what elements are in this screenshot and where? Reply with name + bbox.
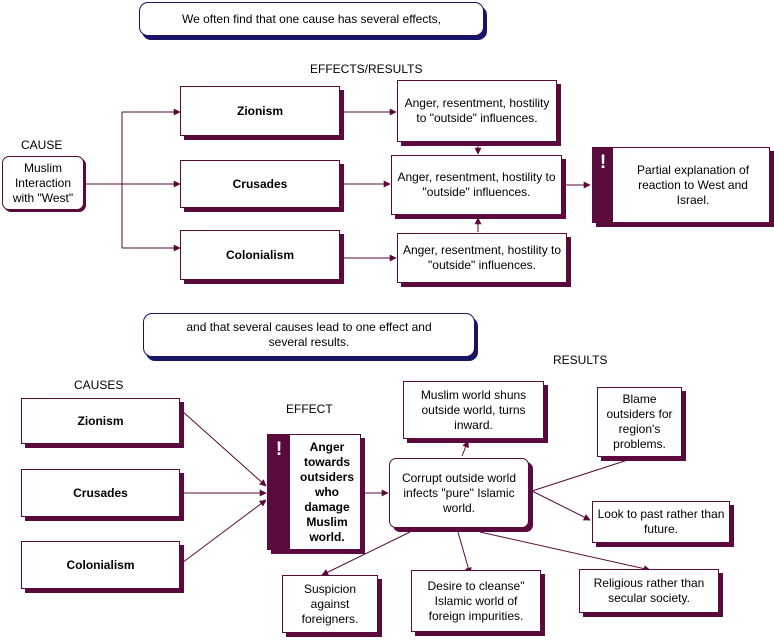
bottom-cause-zionism: Zionism bbox=[21, 398, 180, 444]
effects-results-label: EFFECTS/RESULTS bbox=[310, 62, 423, 76]
result-suspicion: Suspicion against foreigners. bbox=[282, 575, 378, 633]
result-blame: Blame outsiders for region's problems. bbox=[597, 387, 682, 457]
top-cause-zionism: Zionism bbox=[180, 86, 340, 136]
cause-label: CAUSE bbox=[21, 138, 63, 152]
effect-label: EFFECT bbox=[286, 402, 333, 416]
intro-note-top: We often find that one cause has several… bbox=[139, 2, 484, 36]
top-result-2: Anger, resentment, hostility to "outside… bbox=[391, 155, 562, 215]
intro-note-bottom: and that several causes lead to one effe… bbox=[143, 313, 475, 357]
conclusion-text: Partial explanation of reaction to West … bbox=[636, 162, 750, 207]
effect-text: Anger towards outsiders who damage Musli… bbox=[299, 439, 354, 544]
exclamation-icon: ! bbox=[593, 148, 613, 222]
center-corrupt-box: Corrupt outside world infects "pure" Isl… bbox=[389, 458, 529, 528]
result-look-to-past: Look to past rather than future. bbox=[592, 501, 730, 543]
conclusion-box: ! Partial explanation of reaction to Wes… bbox=[592, 147, 770, 223]
result-religious: Religious rather than secular society. bbox=[579, 569, 719, 613]
exclamation-icon: ! bbox=[268, 435, 290, 549]
top-result-3: Anger, resentment, hostility to "outside… bbox=[397, 233, 567, 283]
effect-box: ! Anger towards outsiders who damage Mus… bbox=[267, 434, 361, 550]
results-label: RESULTS bbox=[553, 353, 608, 367]
top-result-1: Anger, resentment, hostility to "outside… bbox=[397, 80, 557, 142]
cause-box-muslim-interaction: Muslim Interaction with "West" bbox=[2, 156, 84, 210]
bottom-cause-crusades: Crusades bbox=[21, 469, 180, 517]
result-shuns: Muslim world shuns outside world, turns … bbox=[403, 381, 544, 439]
top-cause-crusades: Crusades bbox=[180, 160, 340, 208]
causes-label: CAUSES bbox=[74, 378, 124, 392]
bottom-cause-colonialism: Colonialism bbox=[21, 541, 180, 589]
result-cleanse: Desire to cleanse" Islamic world of fore… bbox=[411, 570, 541, 632]
top-cause-colonialism: Colonialism bbox=[180, 230, 340, 280]
